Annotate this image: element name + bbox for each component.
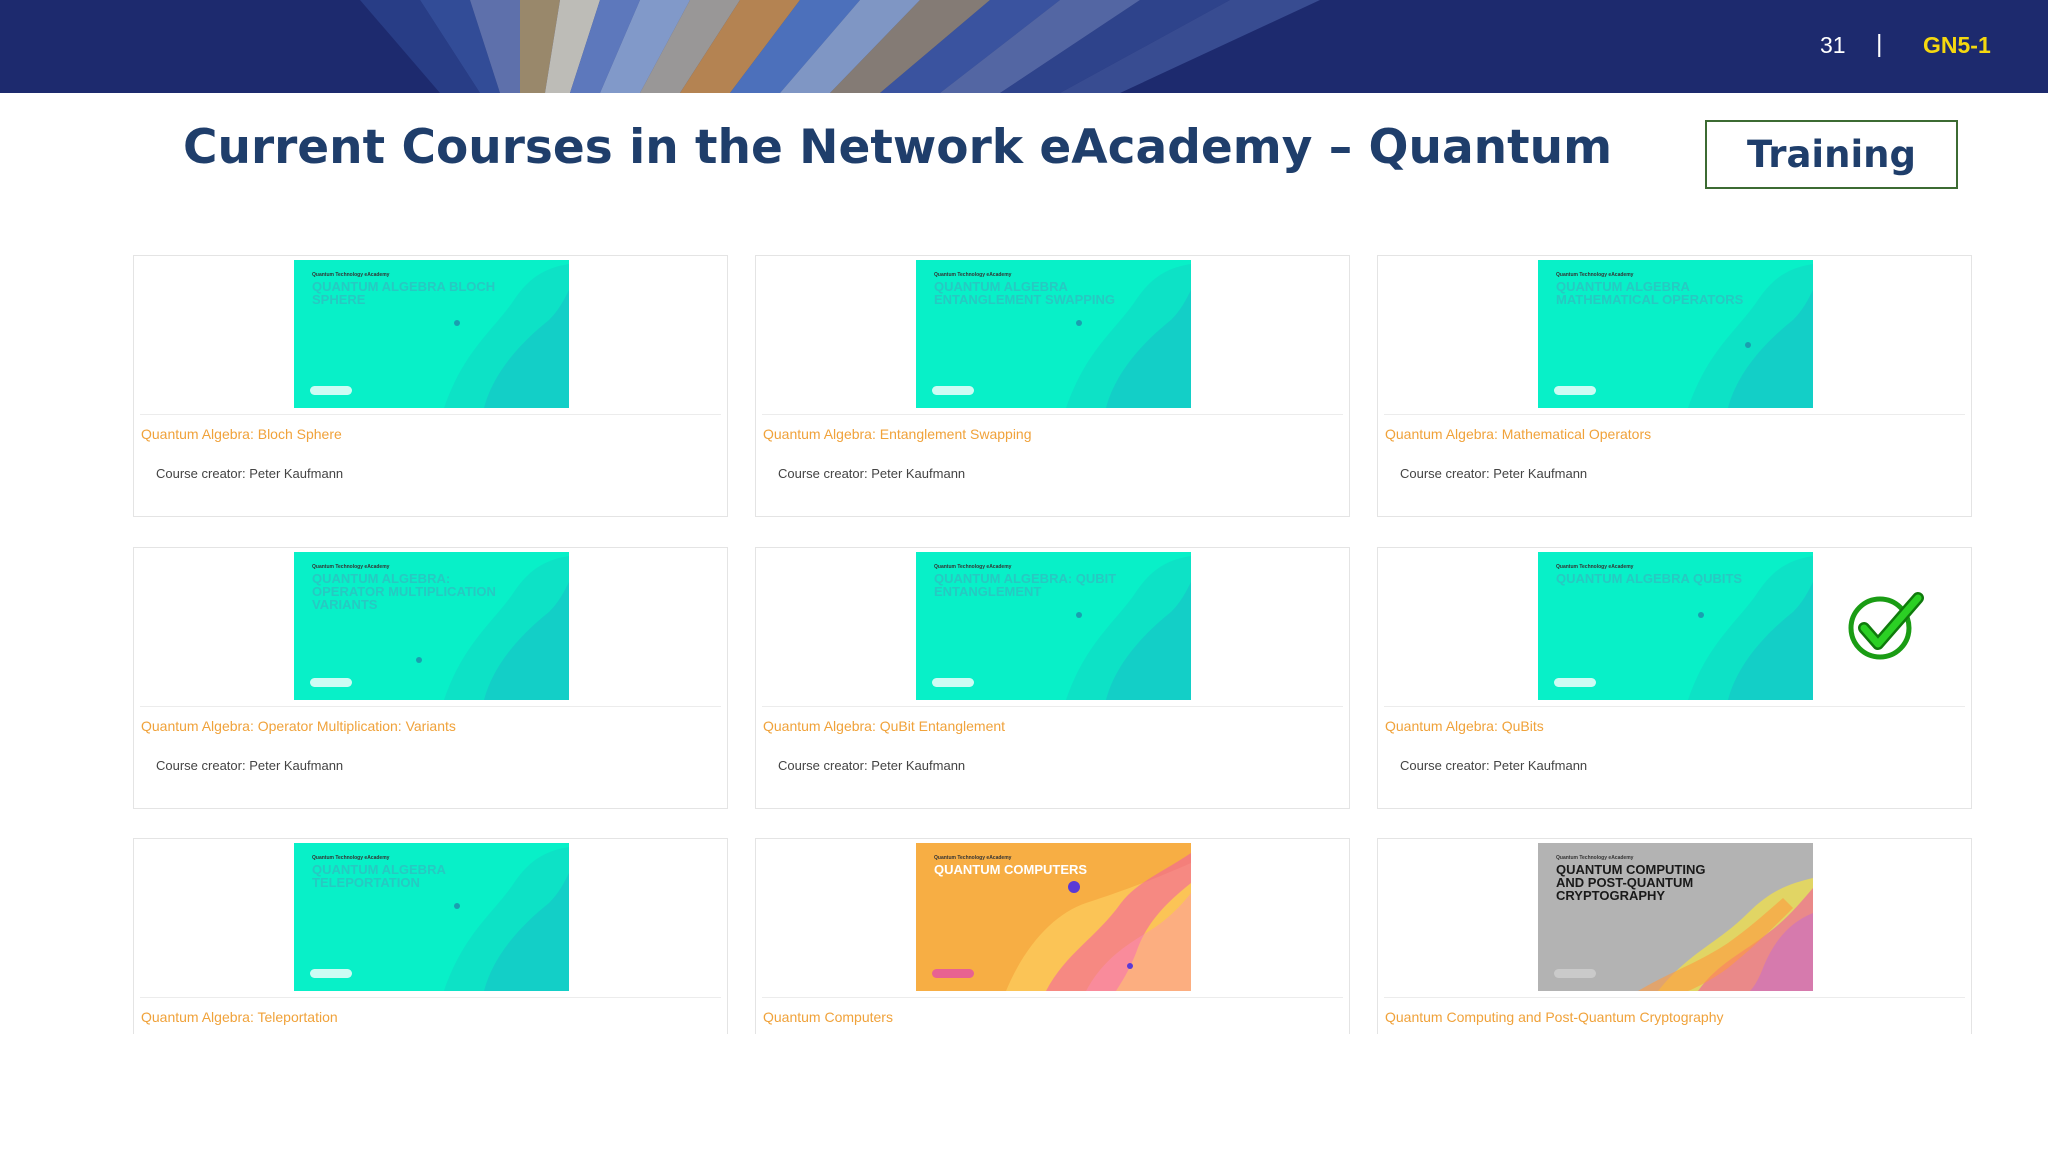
course-card[interactable]: Quantum Technology eAcademy Quantum Alge… (133, 255, 728, 517)
course-creator: Course creator: Peter Kaufmann (1400, 466, 1588, 481)
course-creator: Course creator: Peter Kaufmann (156, 758, 344, 773)
course-title-link[interactable]: Quantum Computers (763, 1009, 893, 1025)
card-divider (762, 997, 1343, 998)
slide-number: 31 (1820, 32, 1846, 58)
slide-code: GN5-1 (1923, 32, 1991, 58)
wave-graphic (444, 264, 569, 408)
course-card[interactable]: Quantum Technology eAcademy Quantum Alge… (133, 838, 728, 1034)
thumbnail-kicker: Quantum Technology eAcademy (312, 272, 390, 278)
course-title-link[interactable]: Quantum Algebra: Operator Multiplication… (141, 718, 456, 734)
thumbnail-pill (1554, 386, 1596, 395)
course-thumbnail[interactable]: Quantum Technology eAcademy Quantum Alge… (294, 843, 569, 991)
thumbnail-kicker: Quantum Technology eAcademy (1556, 564, 1634, 570)
course-title-link[interactable]: Quantum Algebra: QuBits (1385, 718, 1544, 734)
thumbnail-title: Quantum Algebra: QuBit Entanglement (934, 571, 1117, 599)
course-card[interactable]: Quantum Technology eAcademy Quantum Comp… (1377, 838, 1972, 1034)
thumbnail-kicker: Quantum Technology eAcademy (934, 272, 1012, 278)
card-divider (762, 414, 1343, 415)
thumbnail-pill (310, 386, 352, 395)
course-thumbnail[interactable]: Quantum Technology eAcademy Quantum Alge… (1538, 552, 1813, 700)
thumbnail-kicker: Quantum Technology eAcademy (934, 564, 1012, 570)
thumbnail-kicker: Quantum Technology eAcademy (1556, 272, 1634, 278)
course-title-link[interactable]: Quantum Algebra: Bloch Sphere (141, 426, 342, 442)
wave-graphic (1638, 878, 1813, 991)
card-divider (1384, 997, 1965, 998)
course-title-link[interactable]: Quantum Algebra: Teleportation (141, 1009, 338, 1025)
card-divider (140, 706, 721, 707)
thumbnail-pill (1554, 678, 1596, 687)
thumbnail-kicker: Quantum Technology eAcademy (312, 855, 390, 861)
course-thumbnail[interactable]: Quantum Technology eAcademy Quantum Alge… (916, 552, 1191, 700)
course-card[interactable]: Quantum Technology eAcademy Quantum Comp… (755, 838, 1350, 1034)
thumbnail-kicker: Quantum Technology eAcademy (934, 855, 1012, 861)
thumbnail-pill (932, 678, 974, 687)
course-card[interactable]: Quantum Technology eAcademy Quantum Alge… (755, 255, 1350, 517)
course-creator: Course creator: Peter Kaufmann (778, 758, 966, 773)
thumbnail-title: Quantum Computers (934, 862, 1088, 877)
card-divider (140, 414, 721, 415)
thumbnail-title: Quantum Algebra QuBits (1556, 571, 1743, 586)
wave-graphic (1006, 853, 1191, 991)
thumbnail-pill (932, 969, 974, 978)
course-card[interactable]: Quantum Technology eAcademy Quantum Alge… (755, 547, 1350, 809)
course-creator: Course creator: Peter Kaufmann (778, 466, 966, 481)
course-card[interactable]: Quantum Technology eAcademy Quantum Alge… (1377, 547, 1972, 809)
thumbnail-pill (310, 678, 352, 687)
course-title-link[interactable]: Quantum Computing and Post-Quantum Crypt… (1385, 1009, 1724, 1025)
thumbnail-title: Quantum Algebra Teleportation (312, 862, 446, 890)
wave-graphic (1688, 264, 1813, 408)
course-thumbnail[interactable]: Quantum Technology eAcademy Quantum Alge… (916, 260, 1191, 408)
card-divider (762, 706, 1343, 707)
thumbnail-pill (310, 969, 352, 978)
wave-graphic (1066, 556, 1191, 700)
thumbnail-title: Quantum Computing and Post-Quantum Crypt… (1556, 862, 1706, 903)
course-thumbnail[interactable]: Quantum Technology eAcademy Quantum Comp… (1538, 843, 1813, 991)
course-title-link[interactable]: Quantum Algebra: Mathematical Operators (1385, 426, 1652, 442)
course-card[interactable]: Quantum Technology eAcademy Quantum Alge… (1377, 255, 1972, 517)
header-banner: 31 | GN5-1 (0, 0, 2048, 93)
card-divider (1384, 706, 1965, 707)
thumbnail-kicker: Quantum Technology eAcademy (312, 564, 390, 570)
thumbnail-title: Quantum Algebra Mathematical Operators (1556, 279, 1744, 307)
wave-graphic (1688, 556, 1813, 700)
wave-graphic (1066, 264, 1191, 408)
page-title: Current Courses in the Network eAcademy … (183, 120, 1613, 175)
wave-graphic (416, 556, 569, 700)
course-card[interactable]: Quantum Technology eAcademy Quantum Alge… (133, 547, 728, 809)
wave-graphic (444, 847, 569, 991)
course-thumbnail[interactable]: Quantum Technology eAcademy Quantum Alge… (294, 552, 569, 700)
course-creator: Course creator: Peter Kaufmann (1400, 758, 1588, 773)
slide-number-separator: | (1876, 30, 1883, 58)
course-title-link[interactable]: Quantum Algebra: QuBit Entanglement (763, 718, 1006, 734)
thumbnail-title: Quantum Algebra Bloch Sphere (312, 279, 496, 307)
card-divider (140, 997, 721, 998)
thumbnail-kicker: Quantum Technology eAcademy (1556, 855, 1634, 861)
course-thumbnail[interactable]: Quantum Technology eAcademy Quantum Comp… (916, 843, 1191, 991)
checkmark-icon (1848, 592, 1924, 660)
training-badge: Training (1705, 120, 1958, 189)
banner-light-rays (360, 0, 1320, 93)
course-thumbnail[interactable]: Quantum Technology eAcademy Quantum Alge… (294, 260, 569, 408)
course-creator: Course creator: Peter Kaufmann (156, 466, 344, 481)
thumbnail-title: Quantum Algebra: Operator Multiplication… (312, 571, 496, 612)
course-title-link[interactable]: Quantum Algebra: Entanglement Swapping (763, 426, 1032, 442)
thumbnail-pill (932, 386, 974, 395)
card-divider (1384, 414, 1965, 415)
course-thumbnail[interactable]: Quantum Technology eAcademy Quantum Alge… (1538, 260, 1813, 408)
thumbnail-pill (1554, 969, 1596, 978)
thumbnail-title: Quantum Algebra Entanglement Swapping (934, 279, 1116, 307)
